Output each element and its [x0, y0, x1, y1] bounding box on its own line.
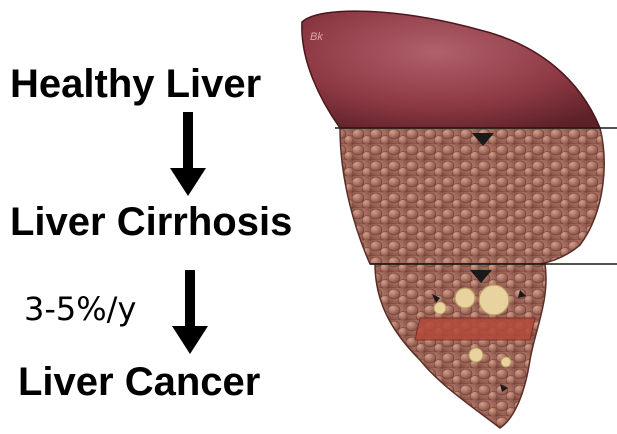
- healthy-liver-section: [302, 11, 600, 128]
- liver-progression-illustration: Bk: [280, 0, 617, 434]
- down-arrow-icon: [168, 112, 208, 198]
- down-arrow-icon: [170, 270, 210, 356]
- progression-rate-label: 3-5%/y: [24, 290, 136, 328]
- engraved-mark: Bk: [310, 31, 323, 43]
- stage-label-healthy-liver: Healthy Liver: [10, 62, 261, 107]
- cirrhotic-liver-section: [340, 128, 604, 264]
- stage-label-liver-cirrhosis: Liver Cirrhosis: [10, 200, 292, 245]
- stage-label-liver-cancer: Liver Cancer: [18, 360, 260, 405]
